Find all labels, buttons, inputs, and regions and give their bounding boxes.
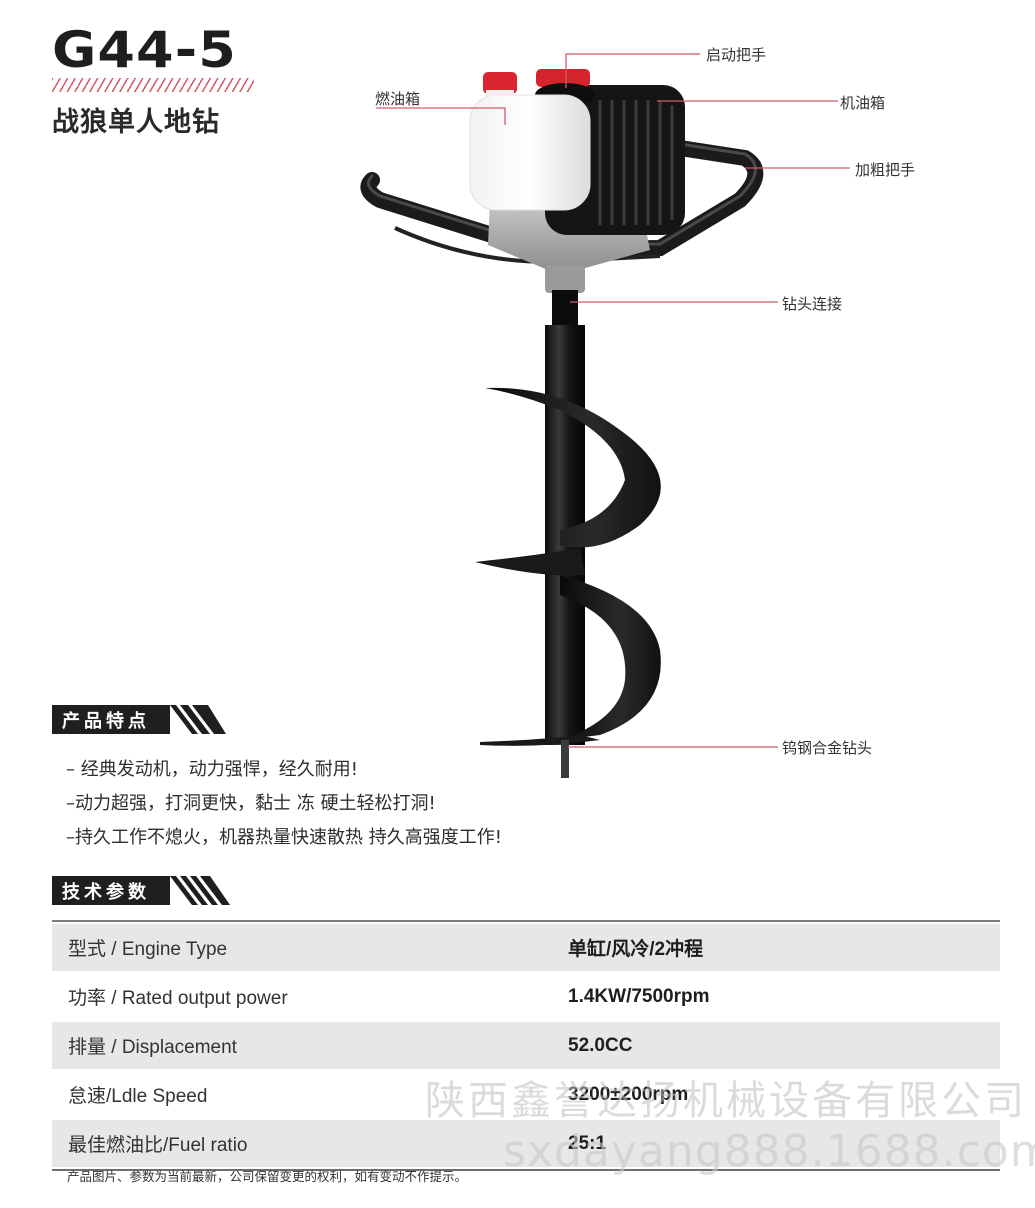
decorative-hatch-divider — [52, 78, 254, 92]
spec-label: 怠速/Ldle Speed — [68, 1086, 208, 1107]
spec-row-idle-speed: 怠速/Ldle Speed 3200±200rpm — [52, 1071, 1000, 1118]
feature-item: –动力超强，打洞更快，黏士 冻 硬土轻松打洞! — [66, 793, 436, 814]
feature-item: –持久工作不熄火，机器热量快速散热 持久高强度工作! — [66, 827, 502, 848]
spec-label: 功率 / Rated output power — [68, 988, 288, 1009]
specs-section-header: 技术参数 — [52, 876, 230, 905]
spec-label: 型式 / Engine Type — [68, 939, 228, 960]
spec-value: 1.4KW/7500rpm — [568, 985, 710, 1007]
spec-value: 3200±200rpm — [568, 1083, 689, 1105]
feature-item: – 经典发动机，动力强悍，经久耐用! — [66, 759, 358, 780]
callout-thick-handle: 加粗把手 — [855, 161, 916, 179]
disclaimer-note: 产品图片、参数为当前最新，公司保留变更的权利，如有变动不作提示。 — [67, 1169, 468, 1184]
callout-bit-connection: 钻头连接 — [782, 295, 843, 313]
spec-value: 单缸/风冷/2冲程 — [568, 939, 704, 960]
callout-fuel-tank: 燃油箱 — [375, 90, 421, 108]
features-list: – 经典发动机，动力强悍，经久耐用! –动力超强，打洞更快，黏士 冻 硬土轻松打… — [66, 756, 502, 858]
product-subtitle: 战狼单人地钻 — [52, 107, 220, 138]
slash-stripes-icon — [170, 876, 230, 905]
callout-oil-tank: 机油箱 — [840, 94, 886, 112]
spec-label: 最佳燃油比/Fuel ratio — [68, 1135, 248, 1156]
spec-row-displacement: 排量 / Displacement 52.0CC — [52, 1022, 1000, 1069]
spec-value: 25:1 — [568, 1132, 607, 1154]
spec-value: 52.0CC — [568, 1034, 633, 1056]
model-number: G44-5 — [52, 21, 237, 79]
spec-row-fuel-ratio: 最佳燃油比/Fuel ratio 25:1 — [52, 1120, 1000, 1167]
spec-row-rated-power: 功率 / Rated output power 1.4KW/7500rpm — [52, 973, 1000, 1020]
spec-table: 型式 / Engine Type 单缸/风冷/2冲程 功率 / Rated ou… — [52, 920, 1000, 1171]
specs-title: 技术参数 — [52, 876, 170, 905]
features-title: 产品特点 — [52, 705, 170, 734]
slash-stripes-icon — [170, 705, 226, 734]
spec-row-engine-type: 型式 / Engine Type 单缸/风冷/2冲程 — [52, 924, 1000, 971]
callout-tungsten-bit: 钨钢合金钻头 — [782, 739, 873, 757]
callout-starter-handle: 启动把手 — [706, 46, 767, 64]
features-section-header: 产品特点 — [52, 705, 226, 734]
spec-label: 排量 / Displacement — [68, 1037, 237, 1058]
